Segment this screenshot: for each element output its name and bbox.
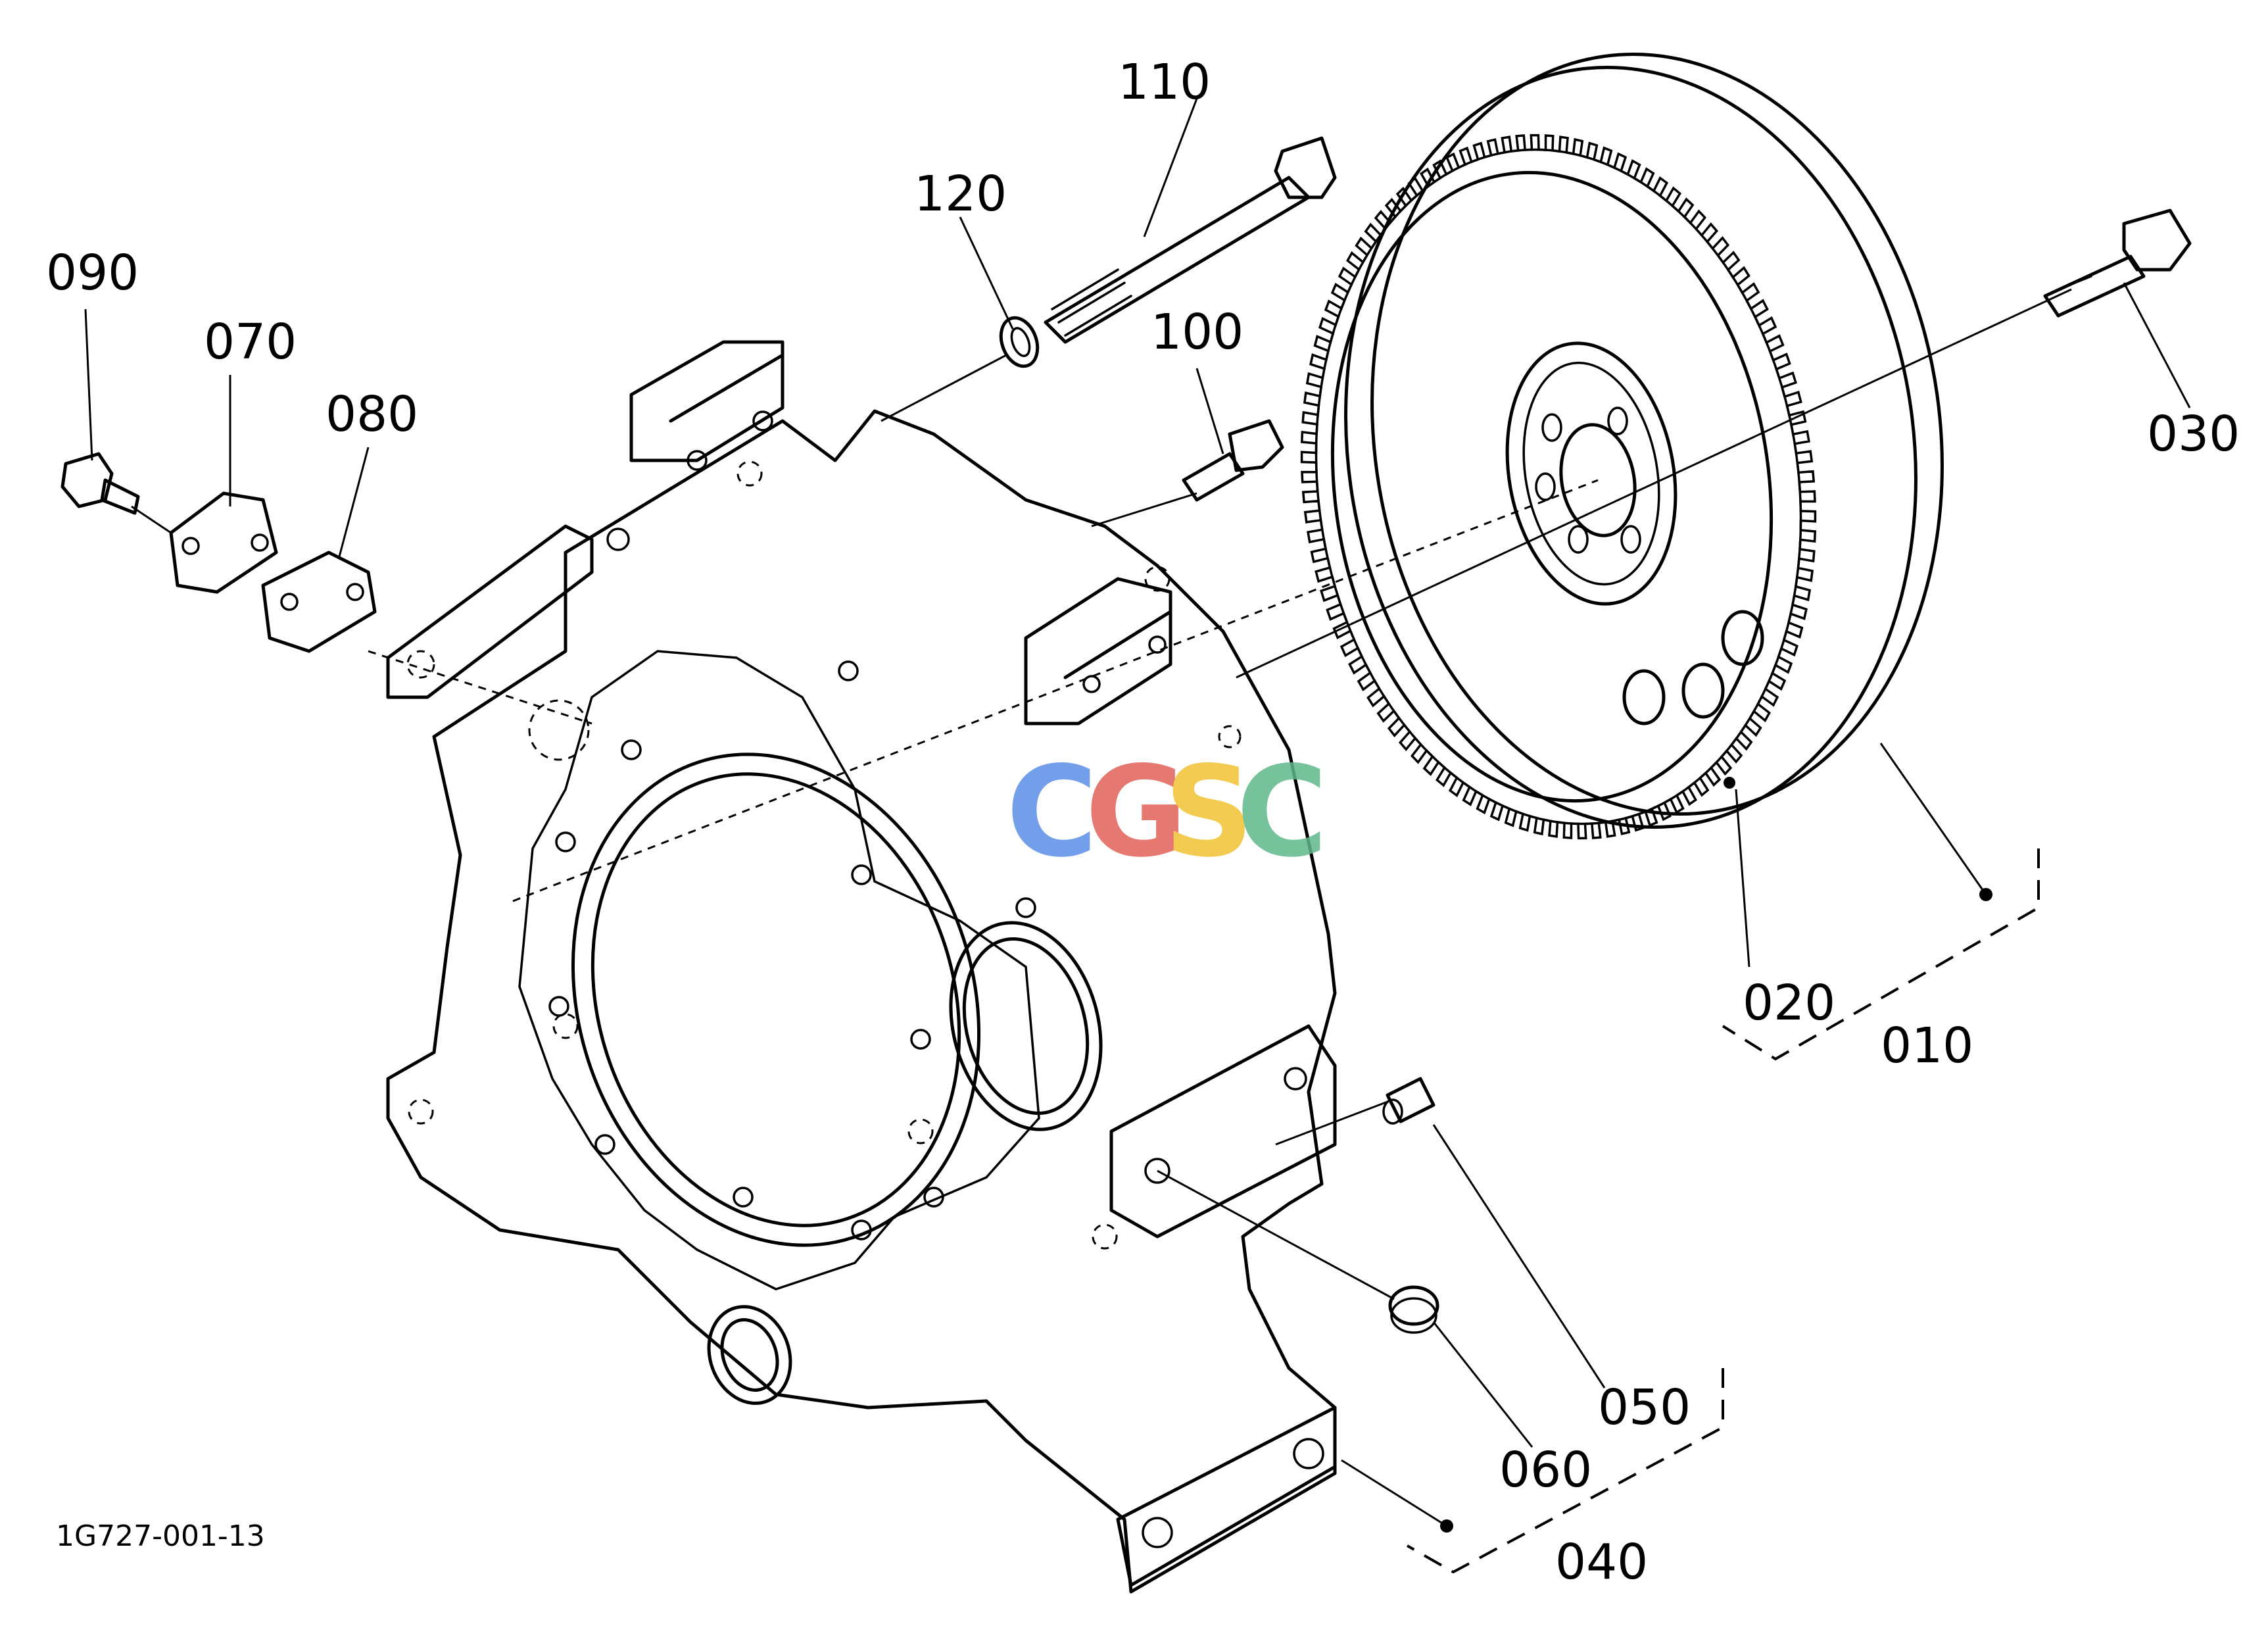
callout-020: 020 — [1743, 975, 1835, 1031]
callout-labels: 110 120 100 090 070 080 030 020 010 050 … — [46, 54, 2240, 1590]
cap-screw-110 — [1044, 136, 1337, 344]
watermark-logo: C G S C — [1006, 739, 1328, 885]
callout-090: 090 — [46, 245, 139, 301]
gasket-080 — [261, 551, 377, 653]
callout-030: 030 — [2147, 406, 2240, 462]
cap-screw-100 — [1182, 419, 1284, 502]
callout-080: 080 — [326, 386, 418, 443]
watermark-letter-3: S — [1164, 739, 1254, 885]
cap-screw-030 — [2043, 209, 2192, 318]
alignment-lines — [131, 288, 2072, 1300]
leader-lines — [84, 98, 2191, 1574]
callout-110: 110 — [1118, 54, 1211, 111]
callout-100: 100 — [1151, 304, 1243, 360]
washer-120 — [999, 316, 1040, 368]
watermark-letter-1: C — [1006, 739, 1098, 885]
watermark-letter-4: C — [1236, 739, 1328, 885]
callout-070: 070 — [204, 314, 297, 370]
callout-060: 060 — [1499, 1442, 1592, 1498]
callout-120: 120 — [914, 166, 1007, 222]
screw-090 — [60, 452, 140, 515]
plate-070 — [169, 491, 278, 594]
ring-gear-tooth-profile — [1300, 134, 1817, 840]
callout-040: 040 — [1555, 1534, 1648, 1590]
plug-060 — [1388, 1285, 1439, 1334]
ring-gear-teeth — [1300, 134, 1817, 840]
pin-050 — [1382, 1077, 1436, 1125]
callout-010: 010 — [1881, 1018, 1973, 1074]
flywheel-housing — [386, 340, 1337, 1594]
flywheel-assembly — [1300, 53, 1944, 840]
callout-050: 050 — [1598, 1379, 1691, 1436]
watermark-letter-2: G — [1085, 739, 1188, 885]
drawing-number: 1G727-001-13 — [56, 1519, 265, 1553]
